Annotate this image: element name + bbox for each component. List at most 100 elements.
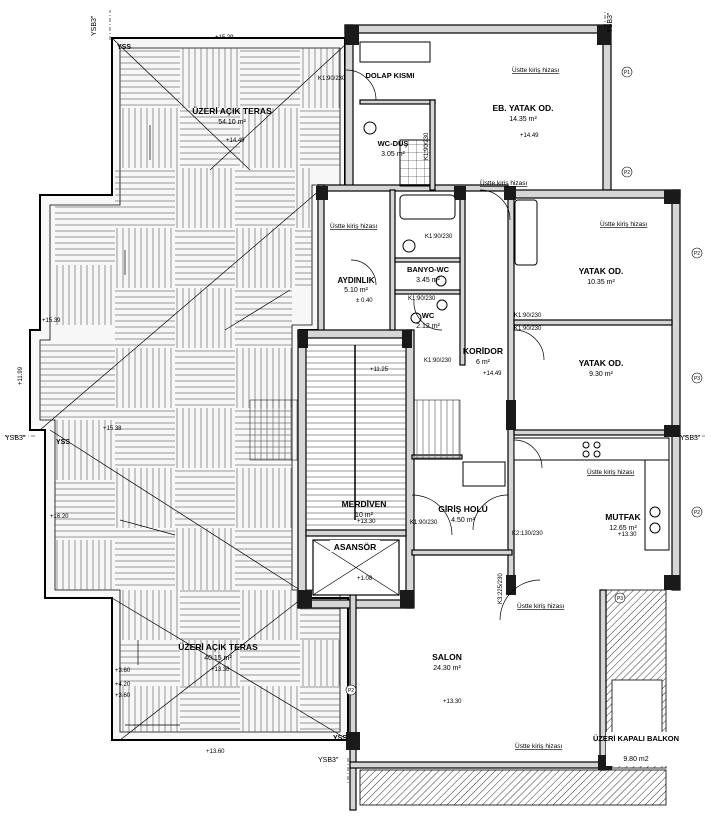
elevation: +13.36 [211,667,230,673]
elevation: +4.20 [115,682,131,688]
room-area: 54.10 m² [218,119,246,126]
room-yatak-1: YATAK OD. 10.35 m² [579,266,624,286]
axis-markers [5,10,705,785]
room-name: SALON [432,652,462,662]
room-area: 24.30 m² [433,665,461,672]
elevation: +13.30 [357,519,376,525]
room-name: KORİDOR [463,346,503,356]
beam-note: Üstte kiriş hizası [330,222,378,230]
door-codes: K1:90/230 K1:90/230 K1:90/230 K1:90/230 … [318,76,543,604]
room-name: MERDİVEN [342,499,387,509]
columns [298,25,680,770]
elevation: +16.20 [50,514,69,520]
elevation: +1.08 [357,576,373,582]
beam-note: Üstte kiriş hizası [600,220,648,228]
door-code: K1:90/230 [424,358,452,364]
axis-label: YSB3" [607,12,614,33]
axis-label: YSB3" [680,435,701,442]
room-mutfak: MUTFAK 12.65 m² [605,512,641,532]
door-code: K1:90/230 [425,234,453,240]
room-terrace-bottom: ÜZERİ AÇIK TERAS 40.15 m² [178,642,258,662]
room-area: 9.30 m² [589,371,613,378]
elevation: +13.60 [206,749,225,755]
elevation: +13.30 [443,699,462,705]
window-tag: P3 [617,596,623,602]
room-area: 6 m² [476,359,491,366]
room-koridor: KORİDOR 6 m² [463,346,503,366]
beam-notes: Üstte kiriş hizası Üstte kiriş hizası Üs… [330,66,648,750]
axis-label: YSB3" [318,757,339,764]
room-merdiven: MERDİVEN 10 m² [342,499,387,519]
room-name: ÜZERİ KAPALI BALKON [593,734,679,743]
window-tag: P2 [348,688,354,694]
door-code: K2:130/230 [512,531,543,537]
yss-label: YSS [333,735,347,742]
elevation: +3.60 [115,693,131,699]
door-code: K1:90/230 [514,313,542,319]
elevation-marks: +15.29 +14.49 +14.49 +15.39 +15.38 +11.9… [18,35,637,755]
axis-label: YSB3" [5,435,26,442]
window-tag: P1 [624,70,630,76]
room-yatak-2: YATAK OD. 9.30 m² [579,358,624,378]
window-tag: P2 [624,170,630,176]
door-code: K1:90/230 [410,520,438,526]
elevation: ± 0.40 [356,298,373,304]
room-banyo: BANYO-WC 3.45 m² [407,265,450,284]
door-code: K1:90/230 [514,326,542,332]
room-area: 3.45 m² [416,277,440,284]
room-name: WC [422,311,435,320]
room-dolap: DOLAP KISMI [365,71,414,80]
axis-labels: YSB3" YSB3" YSB3" YSB3" YSB3" YSS YSS YS… [5,12,701,764]
elevation: +13.30 [618,532,637,538]
room-asansor: ASANSÖR [330,540,380,552]
room-area: 3.05 m² [381,151,405,158]
beam-note: Üstte kiriş hizası [480,179,528,187]
room-salon: SALON 24.30 m² [432,652,462,672]
yss-label: YSS [117,44,131,51]
room-name: AYDINLIK [337,276,374,285]
room-name: ÜZERİ AÇIK TERAS [178,642,258,652]
room-area: 12.65 m² [609,525,637,532]
elevation: +14.49 [520,133,539,139]
window-tag: P3 [694,376,700,382]
beam-note: Üstte kiriş hizası [517,602,565,610]
room-terrace-top: ÜZERİ AÇIK TERAS 54.10 m² [192,106,272,126]
room-eb-yatak: EB. YATAK OD. 14.35 m² [492,103,553,123]
window-tag: P2 [694,510,700,516]
fixtures [359,41,670,551]
yss-label: YSS [56,439,70,446]
window-tag: P2 [694,251,700,257]
elevation: +11.25 [370,367,389,373]
slope-lines [39,37,346,741]
room-area: 2.12 m² [416,323,440,330]
room-aydinlik: AYDINLIK 5.10 m² [337,276,374,294]
room-name: BANYO-WC [407,265,450,274]
room-name: EB. YATAK OD. [492,103,553,113]
beam-note: Üstte kiriş hizası [515,742,563,750]
room-name: YATAK OD. [579,358,624,368]
elevation: +3.60 [115,668,131,674]
elevation: +15.38 [103,426,122,432]
room-name: ASANSÖR [334,542,377,552]
door-swings [345,69,545,621]
room-name: WC-DUŞ [378,139,409,148]
room-labels: ÜZERİ AÇIK TERAS 54.10 m² DOLAP KISMI EB… [178,71,679,766]
elevation: +15.29 [215,35,234,41]
room-area: 10.35 m² [587,279,615,286]
room-name: ÜZERİ AÇIK TERAS [192,106,272,116]
beam-note: Üstte kiriş hizası [587,468,635,476]
door-code: K1:90/230 [424,132,430,160]
beam-note: Üstte kiriş hizası [512,66,560,74]
window-tags: P1 P2 P2 P3 P2 P2 P3 [345,66,703,696]
room-giris: GİRİŞ HOLÜ 4.50 m² [438,504,488,524]
elevation: +14.49 [226,138,245,144]
elevation: +14.49 [483,371,502,377]
room-area: 9.80 m2 [623,756,648,763]
room-area: 40.15 m² [204,655,232,662]
room-area: 10 m² [355,512,374,519]
room-name: GİRİŞ HOLÜ [438,504,488,514]
room-name: DOLAP KISMI [365,71,414,80]
room-area: 4.50 m² [451,517,475,524]
room-name: YATAK OD. [579,266,624,276]
